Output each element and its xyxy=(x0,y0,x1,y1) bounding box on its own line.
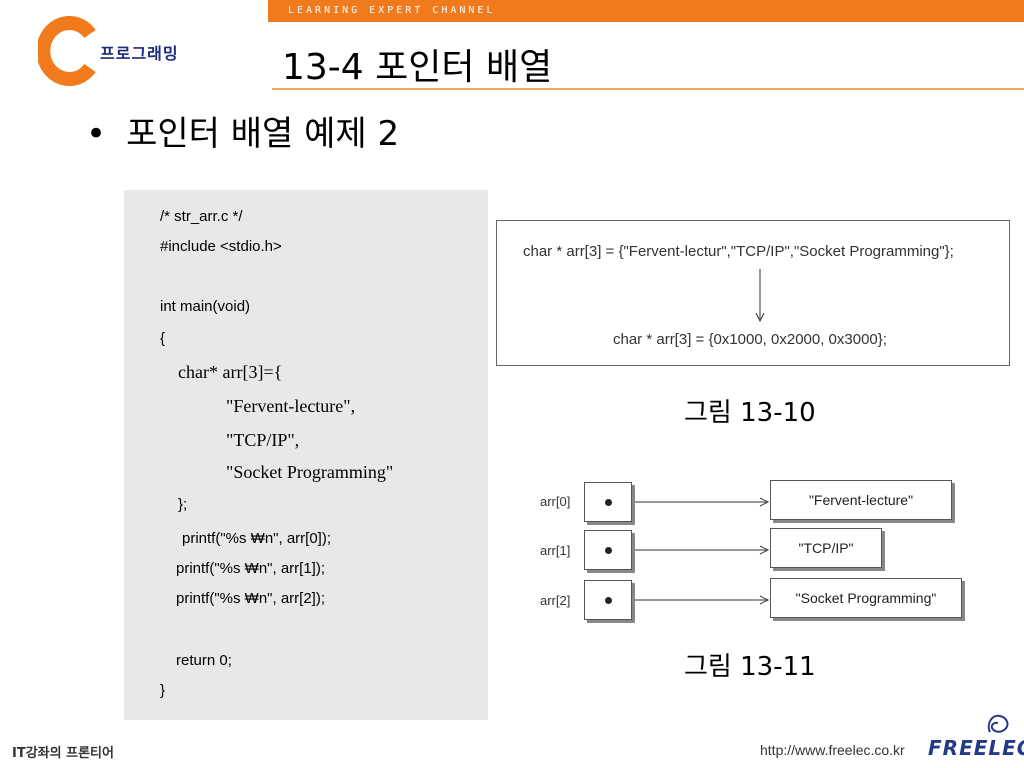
string-box: "Fervent-lecture" xyxy=(770,480,952,520)
code-line: "Fervent-lecture", xyxy=(226,396,356,416)
code-line: printf("%s ₩n", arr[2]); xyxy=(176,590,326,607)
code-line: } xyxy=(160,682,166,699)
channel-banner: LEARNING EXPERT CHANNEL xyxy=(268,0,1024,22)
array-index-label: arr[2] xyxy=(540,593,571,608)
figure-13-11: arr[0] "Fervent-lecture" arr[1] "TCP/IP"… xyxy=(540,474,970,634)
code-line: "TCP/IP", xyxy=(226,430,300,450)
code-line: int main(void) xyxy=(160,298,251,315)
bullet-text: 포인터 배열 예제 2 xyxy=(126,114,400,154)
figure-declaration-strings: char * arr[3] = {"Fervent-lectur","TCP/I… xyxy=(523,243,954,260)
code-line: printf("%s ₩n", arr[0]); xyxy=(182,530,332,547)
pointer-dot-icon xyxy=(605,547,612,554)
pointer-dot-icon xyxy=(605,597,612,604)
pointer-arrows xyxy=(612,497,770,605)
code-line: { xyxy=(160,330,166,347)
brand-logo: FREELEC xyxy=(928,736,1024,760)
code-line: #include <stdio.h> xyxy=(160,238,282,255)
footer-tagline: IT강좌의 프론티어 xyxy=(12,746,114,761)
logo-text: 프로그래밍 xyxy=(100,44,179,63)
footer-url: http://www.freelec.co.kr xyxy=(760,742,905,758)
bullet-icon: • xyxy=(86,114,107,154)
freelec-mascot-icon xyxy=(987,714,1009,733)
pointer-cell xyxy=(584,482,632,522)
string-box: "Socket Programming" xyxy=(770,578,962,618)
figure-caption: 그림 13-10 xyxy=(684,398,816,428)
c-logo-icon xyxy=(38,16,96,86)
code-line: return 0; xyxy=(176,652,232,669)
code-line: printf("%s ₩n", arr[1]); xyxy=(176,560,326,577)
code-listing: /* str_arr.c */ #include <stdio.h> int m… xyxy=(124,190,488,720)
figure-caption: 그림 13-11 xyxy=(684,652,816,682)
arrow-down-icon xyxy=(755,269,765,323)
pointer-cell xyxy=(584,580,632,620)
code-line: "Socket Programming" xyxy=(226,462,394,482)
bullet-item: • 포인터 배열 예제 2 xyxy=(86,106,399,155)
code-line: char* arr[3]={ xyxy=(178,362,283,382)
title-divider xyxy=(272,88,1024,90)
string-box: "TCP/IP" xyxy=(770,528,882,568)
pointer-cell xyxy=(584,530,632,570)
code-line: }; xyxy=(178,496,188,513)
array-index-label: arr[1] xyxy=(540,543,571,558)
slide-title: 13-4 포인터 배열 xyxy=(282,47,553,88)
array-index-label: arr[0] xyxy=(540,494,571,509)
figure-13-10: char * arr[3] = {"Fervent-lectur","TCP/I… xyxy=(496,220,1010,366)
code-line: /* str_arr.c */ xyxy=(160,208,243,225)
pointer-dot-icon xyxy=(605,499,612,506)
figure-declaration-addresses: char * arr[3] = {0x1000, 0x2000, 0x3000}… xyxy=(613,331,887,348)
